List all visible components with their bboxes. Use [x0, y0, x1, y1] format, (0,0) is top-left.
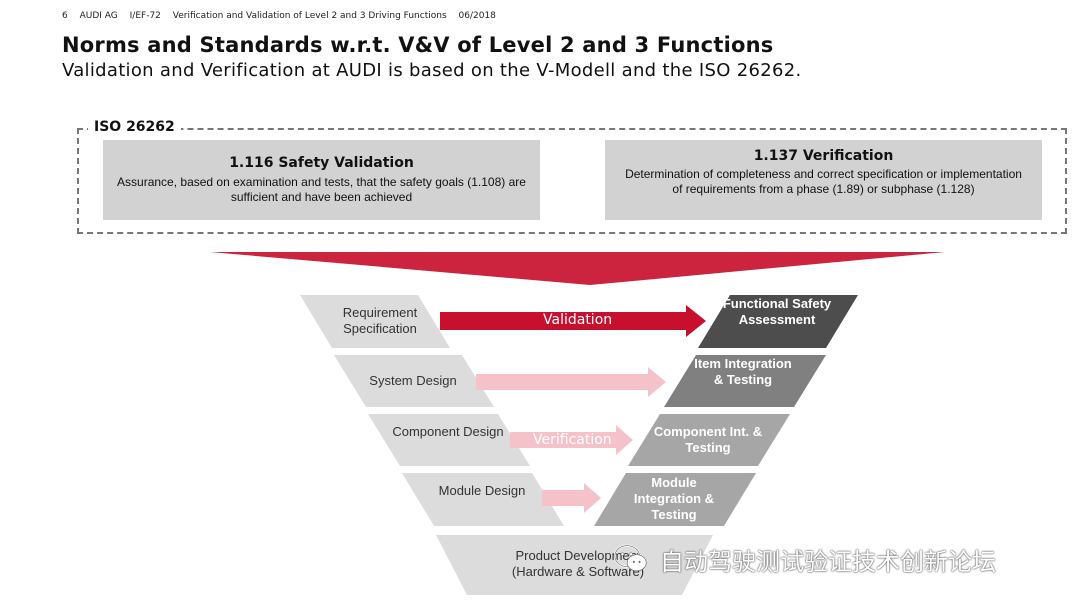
verification-arrow-component: [510, 425, 633, 455]
component-int-testing-shape: [628, 414, 790, 466]
safety-validation-text: Assurance, based on examination and test…: [117, 175, 526, 204]
component-design-shape: [368, 414, 530, 466]
safety-validation-definition: 1.116 Safety Validation Assurance, based…: [103, 140, 540, 220]
component-int-testing-label: Component Int. & Testing: [653, 424, 763, 455]
requirement-specification-shape: [300, 295, 450, 348]
component-design-label: Component Design: [392, 424, 504, 439]
functional-safety-assessment-label: Functional Safety Assessment: [722, 296, 832, 327]
header-meta: 6 AUDI AG I/EF-72 Verification and Valid…: [62, 11, 505, 21]
verification-arrow-system: [476, 367, 666, 397]
company-name: AUDI AG: [79, 11, 118, 21]
module-design-shape: [402, 473, 564, 526]
validation-arrow: [440, 305, 706, 337]
watermark: 自动驾驶测试验证技术创新论坛: [612, 540, 996, 578]
module-integration-shape: [594, 473, 756, 526]
module-integration-label: Module Integration & Testing: [633, 475, 715, 522]
requirement-specification-label: Requirement Specification: [342, 305, 418, 336]
verification-title: 1.137 Verification: [753, 148, 894, 164]
iso-label: ISO 26262: [88, 119, 181, 135]
department: I/EF-72: [129, 11, 161, 21]
item-integration-shape: [664, 355, 826, 407]
wechat-icon: [613, 544, 647, 572]
verification-arrow-module: [542, 483, 601, 513]
page-number: 6: [62, 11, 68, 21]
item-integration-label: Item Integration & Testing: [694, 356, 792, 387]
product-development-label: Product Development (Hardware & Software…: [511, 548, 645, 579]
product-development-shape: [436, 535, 713, 595]
document-title: Verification and Validation of Level 2 a…: [172, 11, 447, 21]
module-design-label: Module Design: [438, 483, 526, 498]
system-design-shape: [334, 355, 494, 407]
page-title: Norms and Standards w.r.t. V&V of Level …: [62, 33, 774, 57]
verification-label: Verification: [533, 432, 612, 448]
validation-label: Validation: [543, 312, 613, 328]
watermark-text: 自动驾驶测试验证技术创新论坛: [660, 547, 996, 576]
iso-frame: [77, 128, 1067, 234]
verification-definition: 1.137 Verification Determination of comp…: [605, 140, 1042, 220]
system-design-label: System Design: [369, 373, 457, 388]
funnel-shape: [210, 252, 945, 285]
page-subtitle: Validation and Verification at AUDI is b…: [62, 60, 802, 81]
document-date: 06/2018: [458, 11, 496, 21]
safety-validation-title: 1.116 Safety Validation: [229, 155, 414, 171]
verification-text: Determination of completeness and correc…: [625, 167, 1022, 196]
functional-safety-assessment-shape: [698, 295, 858, 348]
